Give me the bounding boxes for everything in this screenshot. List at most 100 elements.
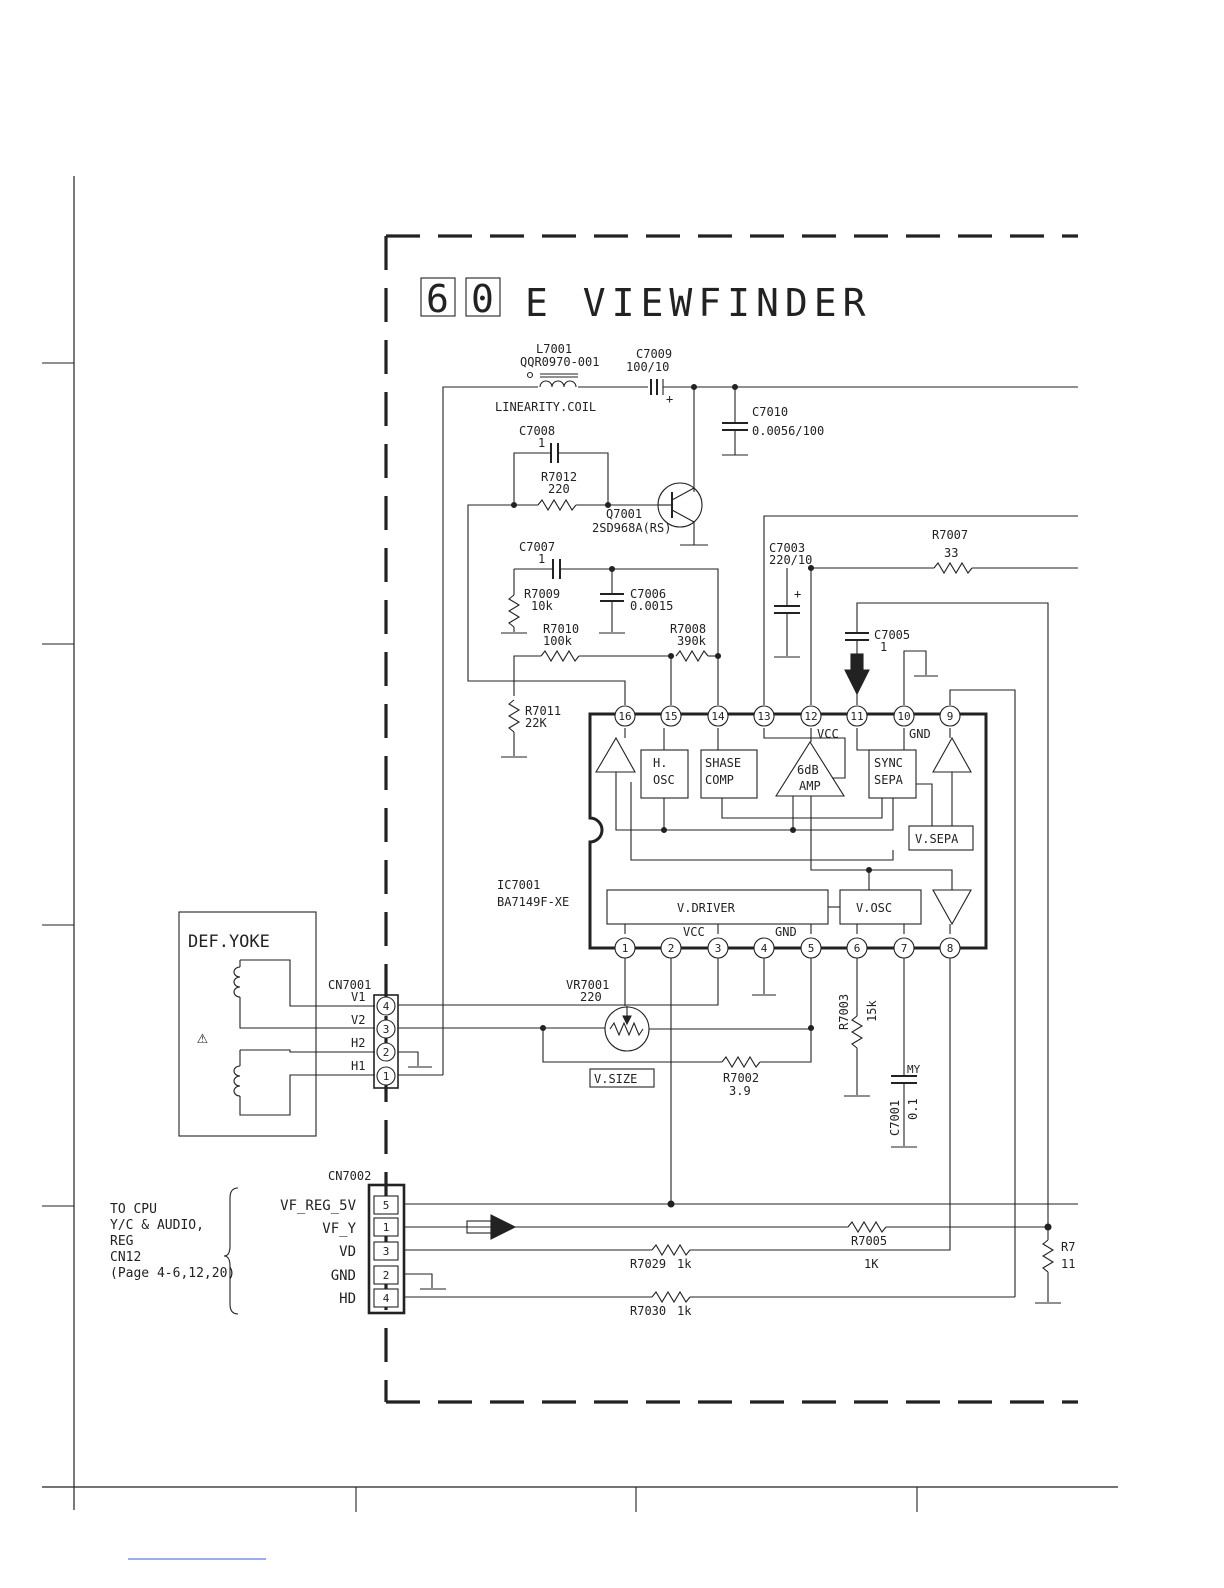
r7007-value: 33 bbox=[944, 546, 958, 560]
vf-y-input-arrow bbox=[466, 1214, 517, 1240]
c7001-ref: C7001 bbox=[888, 1100, 902, 1136]
cn7001-pin-numbers: 4 3 2 1 bbox=[383, 1000, 390, 1083]
deflection-output-section bbox=[442, 371, 1078, 1297]
c7008-value: 1 bbox=[538, 436, 545, 450]
cn7002-ref: CN7002 bbox=[328, 1169, 371, 1183]
viewfinder-block-border bbox=[384, 234, 1078, 1404]
svg-text:TO CPU: TO CPU bbox=[110, 1202, 157, 1217]
c7003-ref: C7003 bbox=[769, 541, 805, 555]
yoke-label: DEF.YOKE bbox=[188, 932, 270, 952]
cn7001-ref: CN7001 bbox=[328, 978, 371, 992]
r7029-ref: R7029 bbox=[630, 1257, 666, 1271]
vdriver-label: V.DRIVER bbox=[677, 901, 736, 915]
ic-ref: IC7001 bbox=[497, 878, 540, 892]
cn7001-pin-v2-label: V2 bbox=[351, 1013, 365, 1027]
ic-top-vcc-label: VCC bbox=[817, 727, 839, 741]
svg-text:VF_REG_5V: VF_REG_5V bbox=[280, 1198, 356, 1214]
l7001-desc: LINEARITY.COIL bbox=[495, 400, 596, 414]
c7010-value: 0.0056/100 bbox=[752, 424, 824, 438]
cn7002-pin-numbers: 5 1 3 2 4 bbox=[383, 1199, 390, 1305]
ic7001-body bbox=[588, 712, 988, 950]
ic-top-gnd-label: GND bbox=[909, 727, 931, 741]
c7006-ref: C7006 bbox=[630, 587, 666, 601]
r7002-ref: R7002 bbox=[723, 1071, 759, 1085]
c7003-value: 220/10 bbox=[769, 553, 812, 567]
svg-text:3: 3 bbox=[383, 1023, 390, 1036]
def-yoke-block bbox=[178, 911, 375, 1137]
svg-text:15: 15 bbox=[664, 710, 677, 723]
svg-text:7: 7 bbox=[901, 942, 908, 955]
svg-text:2: 2 bbox=[383, 1269, 390, 1282]
c7006-value: 0.0015 bbox=[630, 599, 673, 613]
svg-text:9: 9 bbox=[947, 710, 954, 723]
cn7002-pin-labels: VF_REG_5V VF_Y VD GND HD bbox=[280, 1198, 356, 1307]
r7005-ref: R7005 bbox=[851, 1234, 887, 1248]
destination-brace bbox=[223, 1187, 239, 1315]
svg-text:10: 10 bbox=[897, 710, 910, 723]
c7007-value: 1 bbox=[538, 552, 545, 566]
r70xx-value: 11 bbox=[1061, 1257, 1075, 1271]
svg-text:11: 11 bbox=[850, 710, 863, 723]
page-title: E VIEWFINDER bbox=[525, 281, 872, 325]
sync-sepa-label-1: SYNC bbox=[874, 756, 903, 770]
svg-text:2: 2 bbox=[383, 1046, 390, 1059]
r7009-value: 10k bbox=[531, 599, 553, 613]
ic-bottom-gnd-label: GND bbox=[775, 925, 797, 939]
c7003-plus: + bbox=[794, 587, 801, 601]
r7011-ref: R7011 bbox=[525, 704, 561, 718]
c7009-value: 100/10 bbox=[626, 360, 669, 374]
r7003-ref: R7003 bbox=[837, 994, 851, 1030]
svg-text:6: 6 bbox=[854, 942, 861, 955]
c7008-ref: C7008 bbox=[519, 424, 555, 438]
r7008-ref: R7008 bbox=[670, 622, 706, 636]
r7011-value: 22K bbox=[525, 716, 547, 730]
r7009-ref: R7009 bbox=[524, 587, 560, 601]
page-frame bbox=[42, 176, 1118, 1560]
vsize-box bbox=[589, 1068, 655, 1088]
c7001-note: MY bbox=[907, 1063, 921, 1076]
sync-sepa-label-2: SEPA bbox=[874, 773, 904, 787]
r7010-value: 100k bbox=[543, 634, 573, 648]
c7001-value: 0.1 bbox=[906, 1098, 920, 1120]
destination-note: TO CPU Y/C & AUDIO, REG CN12 (Page 4-6,1… bbox=[110, 1202, 235, 1281]
linearity-coil-symbol bbox=[539, 380, 577, 388]
input-arrow-pin11 bbox=[844, 653, 870, 696]
r7012-ref: R7012 bbox=[541, 470, 577, 484]
svg-text:4: 4 bbox=[383, 1292, 390, 1305]
svg-text:1: 1 bbox=[383, 1070, 390, 1083]
svg-text:Y/C & AUDIO,: Y/C & AUDIO, bbox=[110, 1218, 204, 1233]
r7029-value: 1k bbox=[677, 1257, 692, 1271]
svg-text:12: 12 bbox=[804, 710, 817, 723]
amp-label-1: 6dB bbox=[797, 763, 819, 777]
svg-text:2: 2 bbox=[668, 942, 675, 955]
svg-text:VD: VD bbox=[339, 1244, 356, 1260]
svg-text:CN12: CN12 bbox=[110, 1250, 141, 1265]
c7007-ref: C7007 bbox=[519, 540, 555, 554]
c7009-ref: C7009 bbox=[636, 347, 672, 361]
vosc-label: V.OSC bbox=[856, 901, 892, 915]
svg-text:5: 5 bbox=[808, 942, 815, 955]
cn7001-pin-h2-label: H2 bbox=[351, 1036, 365, 1050]
r70xx-ref: R7 bbox=[1061, 1240, 1075, 1254]
vsepa-label: V.SEPA bbox=[915, 832, 959, 846]
svg-text:8: 8 bbox=[947, 942, 954, 955]
vr7001-value: 220 bbox=[580, 990, 602, 1004]
svg-text:4: 4 bbox=[761, 942, 768, 955]
svg-text:REG: REG bbox=[110, 1234, 134, 1249]
vr7001-function: V.SIZE bbox=[594, 1072, 637, 1086]
ic-top-pin-numbers: 16 15 14 13 12 11 10 9 bbox=[618, 710, 953, 723]
svg-text:3: 3 bbox=[383, 1245, 390, 1258]
cn7002-connector bbox=[367, 1183, 1078, 1315]
r7002-value: 3.9 bbox=[729, 1084, 751, 1098]
l7001-part: QQR0970-001 bbox=[520, 355, 599, 369]
l7001-ref: L7001 bbox=[536, 342, 572, 356]
svg-text:5: 5 bbox=[383, 1199, 390, 1212]
ic-bottom-vcc-label: VCC bbox=[683, 925, 705, 939]
svg-text:(Page 4-6,12,20): (Page 4-6,12,20) bbox=[110, 1266, 235, 1281]
warning-icon: ⚠ bbox=[197, 1027, 208, 1048]
svg-text:1: 1 bbox=[383, 1221, 390, 1234]
cn7001-pin-h1-label: H1 bbox=[351, 1059, 365, 1073]
hosc-label-2: OSC bbox=[653, 773, 675, 787]
